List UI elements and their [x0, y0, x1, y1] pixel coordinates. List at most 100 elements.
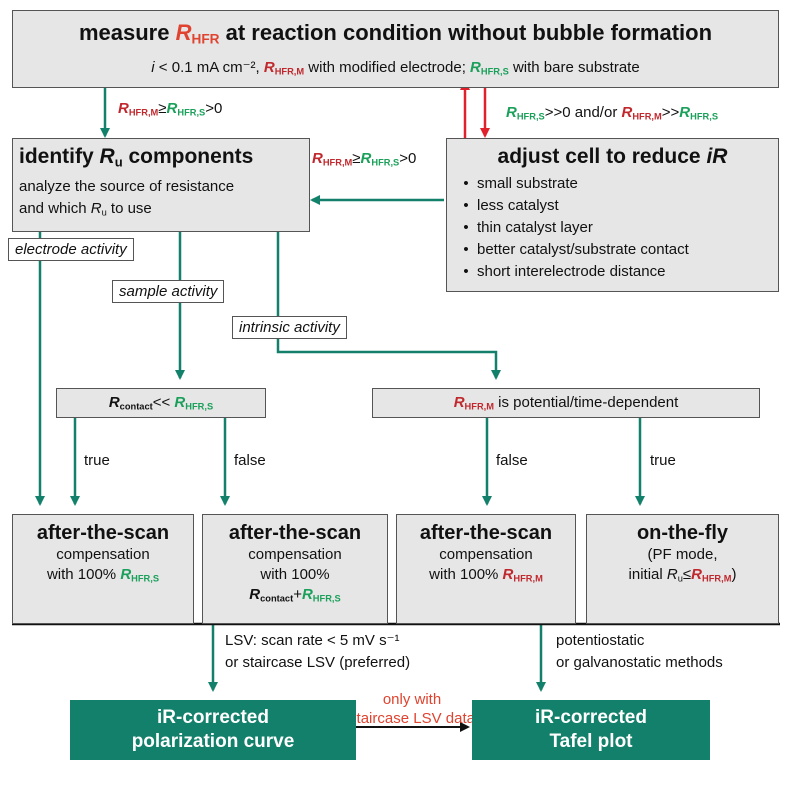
cond-right-r3-sub: HFR,S [690, 111, 719, 122]
adjust-title: adjust cell to reduce iR [455, 143, 770, 171]
comp1-line2-text: with 100% [46, 566, 121, 583]
measure-title-var: RHFR [175, 20, 220, 47]
adjust-box: adjust cell to reduce iR small substrate… [446, 138, 779, 292]
identify-title: identify Ru components [19, 143, 303, 176]
decision-contact-r2-sub: HFR,S [185, 401, 214, 412]
identify-line2-r: R [90, 200, 102, 218]
comp2-r2: R [301, 586, 313, 603]
measure-title-post: at reaction condition without bubble for… [219, 20, 713, 45]
cond-left-r1-sub: HFR,M [128, 107, 159, 118]
measure-title-var-text: R [175, 20, 192, 45]
output-polarization-curve: iR-corrected polarization curve [70, 700, 356, 760]
pot-line1: potentiostatic [556, 632, 645, 649]
potentiostatic-label: potentiostatic or galvanostatic methods [556, 630, 723, 674]
cond-mid-r1-sub: HFR,M [322, 157, 353, 168]
cond-right-r3: R [679, 104, 691, 121]
comp3-heading: after-the-scan [419, 522, 553, 544]
comp4-r-sub: u [677, 573, 683, 584]
comp1-line2: with 100% RHFR,S [13, 565, 193, 588]
comp3-line1: compensation [439, 546, 533, 563]
cond-left-r2-sub: HFR,S [177, 107, 206, 118]
measure-sub-text3: with bare substrate [508, 59, 640, 77]
cond-mid-tail: >0 [399, 150, 417, 167]
adjust-list: small substrate less catalyst thin catal… [459, 173, 770, 283]
decision-contact-op: << [152, 394, 175, 411]
arrow-intrinsic [276, 232, 501, 380]
comp4-heading: on-the-fly [636, 522, 729, 544]
comp1-r-sub: HFR,S [131, 573, 160, 584]
measure-sub-text1: < 0.1 mA cm⁻², [154, 59, 264, 77]
cond-mid-r2: R [360, 150, 372, 167]
comp4-op: ≤ [682, 566, 692, 583]
identify-title-sub: u [114, 154, 123, 170]
tag-sample-activity: sample activity [112, 280, 225, 303]
lsv-line1: LSV: scan rate < 5 mV s⁻¹ [225, 632, 400, 649]
lsv-label: LSV: scan rate < 5 mV s⁻¹ or staircase L… [225, 630, 410, 674]
measure-title-pre: measure [78, 20, 176, 45]
only-line2: staircase LSV data [349, 710, 475, 727]
comp3-line2: with 100% RHFR,M [397, 565, 575, 588]
comp4-line1: (PF mode, [647, 546, 718, 563]
cond-mid-r2-sub: HFR,S [371, 157, 400, 168]
measure-sub-r2-text: R [470, 59, 481, 77]
lsv-line2: or staircase LSV (preferred) [225, 654, 411, 671]
comp1-line1: compensation [56, 546, 150, 563]
branch-true-left: true [84, 452, 110, 469]
branch-false-right: false [496, 452, 528, 469]
identify-line2-post: to use [106, 200, 152, 218]
cond-left-tail: >0 [205, 100, 223, 117]
decision-contact-r: R [108, 394, 120, 411]
out1-line2: polarization curve [131, 731, 295, 752]
comp2-line3: Rcontact+RHFR,S [203, 585, 387, 608]
comp4-tail: ) [731, 566, 737, 583]
measure-title: measure RHFR at reaction condition witho… [13, 19, 778, 53]
decision-contact-r2: R [174, 394, 186, 411]
condition-middle: RHFR,M≥RHFR,S>0 [312, 150, 416, 167]
cond-right-r1-sub: HFR,S [516, 111, 545, 122]
cond-right-r2: R [621, 104, 633, 121]
measure-sub-text2: with modified electrode; [304, 59, 471, 77]
adjust-item: short interelectrode distance [459, 261, 770, 283]
measure-sub-r1: RHFR,M [264, 59, 304, 76]
cond-right-r2-sub: HFR,M [632, 111, 662, 122]
comp1-r: R [120, 566, 132, 583]
adjust-title-var: iR [706, 145, 728, 168]
measure-title-sub: HFR [191, 31, 220, 47]
comp-box-1: after-the-scan compensation with 100% RH… [12, 514, 194, 624]
adjust-item: less catalyst [459, 195, 770, 217]
out1-line1: iR-corrected [157, 707, 269, 728]
only-line1: only with [382, 691, 442, 708]
out2-line1: iR-corrected [535, 707, 647, 728]
comp2-r2-sub: HFR,S [312, 593, 341, 604]
identify-line2-sub: u [101, 207, 107, 218]
comp2-r: R [249, 586, 261, 603]
identify-line1: analyze the source of resistance [19, 178, 235, 196]
decision-potential-text: is potential/time-dependent [493, 394, 679, 411]
cond-mid-r1: R [312, 150, 323, 167]
measure-sub-i: i [151, 59, 155, 77]
comp3-line2-text: with 100% [429, 566, 503, 583]
comp4-line2: initial Ru≤RHFR,M) [587, 565, 778, 588]
identify-line2: and which Ru to use [19, 198, 303, 223]
out2-line2: Tafel plot [549, 731, 633, 752]
decision-potential: RHFR,M is potential/time-dependent [372, 388, 760, 418]
adjust-item: thin catalyst layer [459, 217, 770, 239]
measure-subtitle: i < 0.1 mA cm⁻², RHFR,M with modified el… [13, 57, 778, 82]
condition-left: RHFR,M≥RHFR,S>0 [118, 100, 222, 117]
tag-intrinsic-activity: intrinsic activity [232, 316, 347, 339]
adjust-item: small substrate [459, 173, 770, 195]
tag-electrode-activity: electrode activity [8, 238, 134, 261]
identify-title-post: components [122, 145, 254, 168]
comp4-line2-text: initial [628, 566, 667, 583]
branch-false-left: false [234, 452, 266, 469]
comp2-line1: compensation [248, 546, 342, 563]
cond-mid-op: ≥ [352, 150, 361, 167]
identify-box: identify Ru components analyze the sourc… [12, 138, 310, 232]
only-with-label: only with staircase LSV data [349, 690, 475, 728]
comp4-r: R [666, 566, 678, 583]
comp2-line2: with 100% [260, 566, 330, 583]
identify-line2-pre: and which [19, 200, 91, 218]
pot-line2: or galvanostatic methods [556, 654, 723, 671]
identify-title-pre: identify [19, 145, 100, 168]
